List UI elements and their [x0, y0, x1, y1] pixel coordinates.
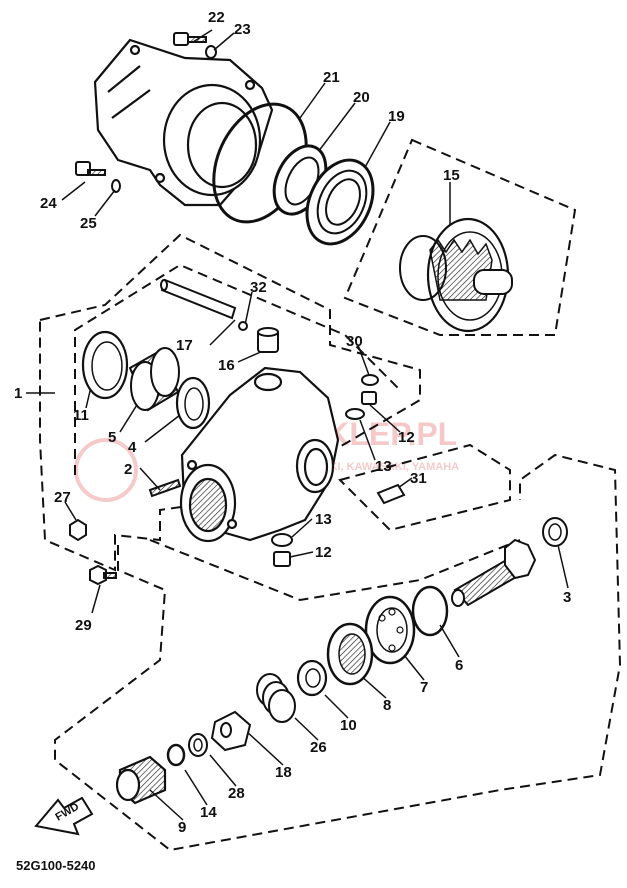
callout-1: 1 — [14, 385, 22, 402]
gasket-13-upper — [345, 408, 365, 420]
callout-32: 32 — [250, 279, 267, 296]
bearing-3 — [542, 517, 568, 547]
gasket-13-lower — [271, 533, 293, 547]
callout-25: 22 — [208, 9, 225, 26]
plug-12-lower — [273, 551, 291, 567]
spring-19 — [256, 673, 296, 723]
diagram-code: 52G100-5240 — [16, 858, 96, 873]
callout-5: 5 — [108, 429, 116, 446]
nut-21 — [69, 518, 87, 542]
callout-3: 3 — [563, 589, 571, 606]
stud-2 — [148, 478, 182, 498]
callout-13-lower: 13 — [315, 511, 332, 528]
callout-15: 17 — [176, 337, 193, 354]
gasket-11 — [81, 330, 129, 400]
callout-4: 4 — [128, 439, 137, 456]
bolt-27 — [75, 161, 106, 176]
shim-31 — [376, 483, 406, 505]
coupling-9 — [115, 755, 167, 805]
callout-18: 14 — [200, 804, 217, 821]
callout-23: 20 — [353, 89, 370, 106]
bearing-housing — [93, 38, 274, 207]
shaft-group-outline — [54, 453, 622, 852]
oil-seal-4 — [175, 376, 211, 430]
shaft-15 — [160, 278, 237, 320]
callout-10: 10 — [340, 717, 357, 734]
o-ring-32 — [238, 321, 248, 331]
callout-19: 26 — [310, 739, 327, 756]
plug-12-upper — [361, 391, 377, 405]
bolt-29 — [89, 564, 117, 586]
callout-2: 2 — [124, 461, 132, 478]
callout-27: 24 — [40, 195, 57, 212]
shaft-group-inner-outline — [149, 539, 521, 602]
collar-14 — [257, 327, 279, 353]
final-gear-case — [179, 366, 340, 543]
callout-12-upper: 12 — [398, 429, 415, 446]
callout-24: 21 — [323, 69, 340, 86]
callout-11: 11 — [73, 407, 89, 424]
callout-22: 19 — [388, 108, 405, 125]
shim-group-outline — [338, 443, 511, 532]
callout-6: 6 — [455, 657, 463, 674]
ring-gear-16 — [399, 217, 513, 333]
washer-20 — [188, 733, 208, 757]
callout-labels: 22 23 21 20 19 15 24 25 32 17 30 16 1 11… — [14, 9, 571, 836]
callout-7: 7 — [420, 679, 428, 696]
callout-21: 27 — [54, 489, 71, 506]
inner-case-outline — [74, 263, 401, 475]
bolt-25 — [173, 32, 207, 46]
collar-10 — [296, 659, 328, 697]
needle-bearing-5 — [128, 347, 180, 412]
shim-6 — [411, 585, 449, 637]
callout-12-lower: 12 — [315, 544, 332, 561]
callout-16: 15 — [443, 167, 460, 184]
drive-pinion — [451, 538, 537, 607]
callout-29: 29 — [75, 617, 92, 634]
washer-26 — [205, 45, 217, 59]
washer-28 — [111, 179, 121, 193]
callout-28: 25 — [80, 215, 97, 232]
clip-18 — [166, 743, 186, 767]
callout-31: 31 — [410, 470, 427, 487]
bearing-retainer-8 — [326, 622, 374, 686]
bearing-7 — [364, 595, 416, 665]
callout-26: 23 — [234, 21, 251, 38]
callout-9: 9 — [178, 819, 186, 836]
fwd-arrow-icon: FWD — [34, 796, 94, 836]
callout-14: 16 — [218, 357, 235, 374]
washer-30 — [361, 374, 379, 386]
callout-17: 18 — [275, 764, 292, 781]
callout-20: 28 — [228, 785, 245, 802]
callout-8: 8 — [383, 697, 391, 714]
callout-30: 30 — [346, 333, 363, 350]
bearing-22 — [305, 158, 375, 246]
cam-17 — [210, 710, 252, 752]
callout-13-upper: 13 — [375, 458, 392, 475]
group-outlines — [39, 138, 622, 852]
gear-group-outline — [343, 138, 577, 336]
